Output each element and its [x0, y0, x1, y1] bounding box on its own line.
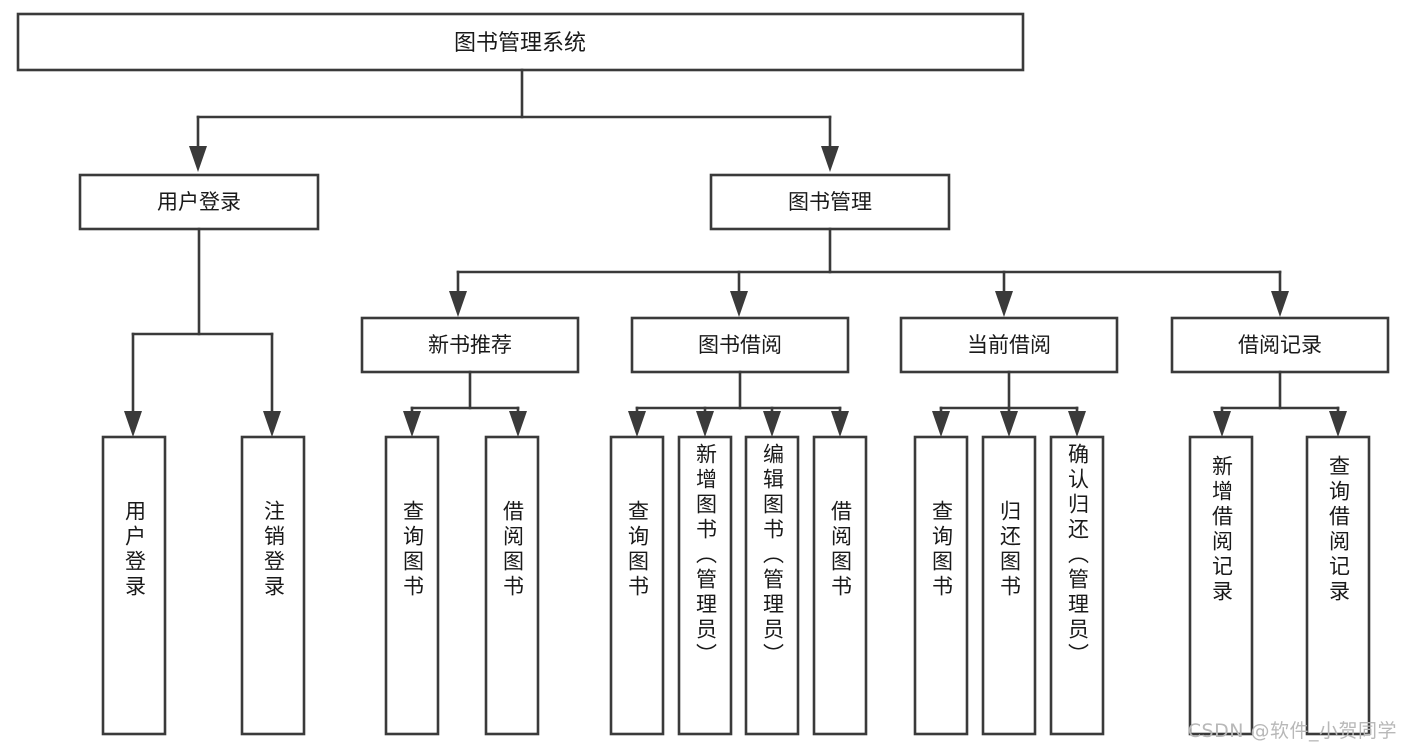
node-current-borrow[interactable]: 当前借阅	[899, 316, 1119, 374]
arrow-to-new-book-recommend-icon	[449, 291, 467, 317]
connector-current-borrow-to-leaves	[939, 370, 1079, 413]
arrow-to-leaf-add-record-icon	[1213, 411, 1231, 437]
leaf-node-user-login[interactable]	[101, 435, 167, 736]
leaf-node-add-borrow-record[interactable]	[1188, 435, 1254, 736]
arrow-to-leaf-borrow-book-1-icon	[509, 411, 527, 437]
arrow-to-current-borrow-icon	[995, 291, 1013, 317]
arrow-to-leaf-query-record-icon	[1329, 411, 1347, 437]
node-book-borrow[interactable]: 图书借阅	[630, 316, 850, 374]
node-current-borrow-label: 当前借阅	[967, 333, 1051, 357]
node-book-management-label: 图书管理	[788, 190, 872, 214]
leaf-node-borrow-book-2[interactable]	[812, 435, 868, 736]
node-book-management[interactable]: 图书管理	[709, 173, 951, 231]
leaf-node-return-book[interactable]	[981, 435, 1037, 736]
leaf-node-query-book-2[interactable]	[609, 435, 665, 736]
leaf-node-confirm-return-admin[interactable]	[1049, 435, 1105, 736]
arrow-to-leaf-add-book-icon	[696, 411, 714, 437]
arrow-to-borrow-record-icon	[1271, 291, 1289, 317]
leaf-node-query-book-1[interactable]	[384, 435, 440, 736]
node-new-book-recommend-label: 新书推荐	[428, 333, 512, 357]
arrow-to-leaf-borrow-book-2-icon	[831, 411, 849, 437]
connector-book-borrow-to-leaves	[635, 370, 842, 413]
connector-user-login-to-leaves	[131, 227, 274, 413]
leaf-node-query-book-3[interactable]	[913, 435, 969, 736]
arrow-to-leaf-logout-icon	[263, 411, 281, 437]
node-user-login-label: 用户登录	[157, 190, 241, 214]
leaf-node-add-book-admin[interactable]	[677, 435, 733, 736]
leaf-node-borrow-book-1[interactable]	[484, 435, 540, 736]
arrow-to-leaf-return-book-icon	[1000, 411, 1018, 437]
node-borrow-record[interactable]: 借阅记录	[1170, 316, 1390, 374]
csdn-watermark: CSDN @软件_小贺同学	[1187, 720, 1397, 742]
arrow-to-leaf-query-book-3-icon	[932, 411, 950, 437]
arrow-to-leaf-user-login-icon	[124, 411, 142, 437]
arrow-to-leaf-edit-book-icon	[763, 411, 781, 437]
arrow-to-leaf-query-book-1-icon	[403, 411, 421, 437]
arrow-to-leaf-query-book-2-icon	[628, 411, 646, 437]
arrow-to-user-login-icon	[189, 146, 207, 172]
node-root-system-label: 图书管理系统	[454, 31, 586, 56]
connector-new-book-recommend-to-leaves	[410, 370, 520, 413]
node-root-system[interactable]: 图书管理系统	[16, 12, 1025, 72]
node-user-login[interactable]: 用户登录	[78, 173, 320, 231]
connector-borrow-record-to-leaves	[1220, 370, 1340, 413]
node-borrow-record-label: 借阅记录	[1238, 333, 1322, 357]
connector-book-management-to-level3	[456, 227, 1282, 293]
node-book-borrow-label: 图书借阅	[698, 333, 782, 357]
arrow-to-book-management-icon	[821, 146, 839, 172]
arrow-to-book-borrow-icon	[730, 291, 748, 317]
arrow-to-leaf-confirm-return-icon	[1068, 411, 1086, 437]
leaf-node-edit-book-admin[interactable]	[744, 435, 800, 736]
leaf-node-query-borrow-record[interactable]	[1305, 435, 1371, 736]
connector-root-to-level2	[196, 68, 832, 148]
leaf-node-logout-login[interactable]	[240, 435, 306, 736]
node-new-book-recommend[interactable]: 新书推荐	[360, 316, 580, 374]
